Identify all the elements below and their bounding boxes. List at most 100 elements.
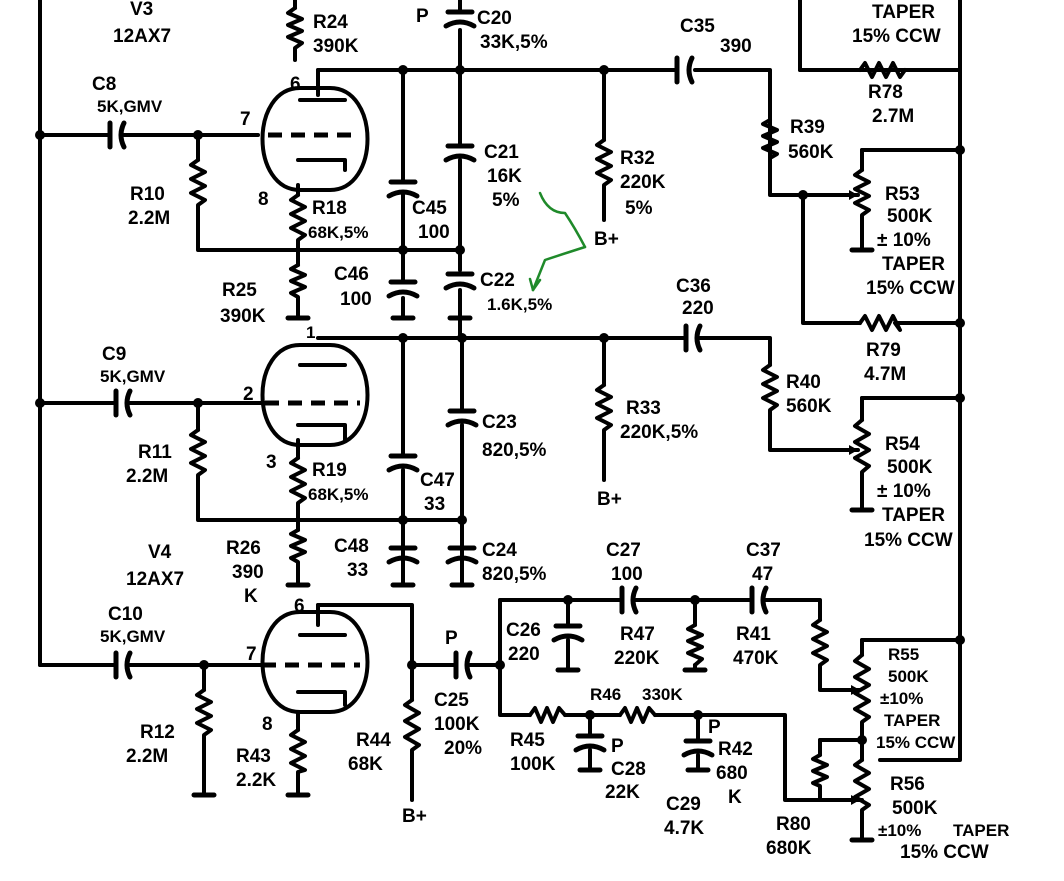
components-r10-value-label: 2.2M bbox=[128, 208, 170, 229]
components-c37-name-label: C37 bbox=[746, 540, 781, 561]
components-taper_top-line1-label: TAPER bbox=[872, 2, 935, 23]
components-r12-value-label: 2.2M bbox=[126, 746, 168, 767]
pins-v3b_grid-label: 2 bbox=[243, 384, 254, 405]
components-c46-value-label: 100 bbox=[340, 289, 372, 310]
components-c48-name-label: C48 bbox=[334, 536, 369, 557]
resistor-r32 bbox=[595, 138, 613, 197]
resistor-r24 bbox=[286, 6, 304, 57]
components-c22-name-label: C22 bbox=[480, 270, 515, 291]
components-c45-value-label: 100 bbox=[418, 222, 450, 243]
wiring bbox=[38, 0, 962, 842]
components-r54-name-label: R54 bbox=[885, 434, 920, 455]
components-r79-value-label: 4.7M bbox=[864, 364, 906, 385]
components-r25-name-label: R25 bbox=[222, 280, 257, 301]
components-c23-value-label: 820,5% bbox=[482, 440, 547, 461]
capacitor-c21 bbox=[443, 143, 477, 163]
resistor-r78 bbox=[858, 61, 907, 79]
components-c27-value-label: 100 bbox=[611, 564, 643, 585]
resistors bbox=[189, 6, 907, 822]
components-r53-ccw-label: 15% CCW bbox=[866, 278, 955, 299]
components-r42-unit-label: K bbox=[728, 787, 742, 808]
tube-v3b bbox=[260, 343, 370, 447]
components-c45-name-label: C45 bbox=[412, 198, 447, 219]
components-c47-name-label: C47 bbox=[420, 470, 455, 491]
capacitor-c23 bbox=[445, 408, 479, 428]
components-r11-value-label: 2.2M bbox=[126, 466, 168, 487]
resistor-r54 bbox=[853, 418, 871, 482]
components-c37-value-label: 47 bbox=[752, 564, 773, 585]
components-c8-name-label: C8 bbox=[92, 74, 116, 95]
components-r54-ccw-label: 15% CCW bbox=[864, 530, 953, 551]
components-r56-tol-label: ±10% bbox=[878, 821, 921, 840]
pins-v3a_grid-label: 7 bbox=[240, 109, 251, 130]
markers-p-label: P bbox=[708, 717, 721, 738]
components-r32-tol-label: 5% bbox=[625, 198, 653, 219]
markers-bplus-label: B+ bbox=[597, 489, 622, 510]
components-c21-value-label: 16K bbox=[487, 166, 522, 187]
resistor-r39 bbox=[761, 118, 779, 167]
components-c35-value-label: 390 bbox=[720, 36, 752, 57]
components-r44-name-label: R44 bbox=[356, 730, 391, 751]
components-r54-tol-label: ± 10% bbox=[877, 481, 931, 502]
components-r55-value-label: 500K bbox=[888, 667, 929, 686]
components-c48-value-label: 33 bbox=[347, 560, 368, 581]
capacitor-c28 bbox=[573, 733, 607, 753]
resistor-r45 bbox=[528, 706, 567, 724]
components-r56-name-label: R56 bbox=[890, 774, 925, 795]
components-r42-value-label: 680 bbox=[716, 763, 748, 784]
capacitor-c20 bbox=[443, 9, 477, 29]
resistor-r19 bbox=[289, 456, 307, 512]
components-c21-tol-label: 5% bbox=[492, 190, 520, 211]
resistor-r10 bbox=[189, 158, 207, 217]
resistor-r25 bbox=[289, 263, 307, 302]
pins-v4a_grid-label: 7 bbox=[246, 644, 257, 665]
tube-v4-name: V4 bbox=[148, 542, 172, 563]
components-c23-name-label: C23 bbox=[482, 412, 517, 433]
components-r53-taper-label: TAPER bbox=[882, 254, 945, 275]
capacitor-c8 bbox=[107, 120, 127, 150]
components-c10-value-label: 5K,GMV bbox=[100, 627, 166, 646]
capacitor-c45 bbox=[386, 179, 420, 199]
tube-v3-name: V3 bbox=[130, 0, 153, 20]
components-r53-value-label: 500K bbox=[887, 206, 933, 227]
components-r42-name-label: R42 bbox=[718, 739, 753, 760]
resistor-r42 bbox=[811, 753, 829, 792]
resistor-r56 bbox=[853, 758, 871, 822]
tube-v3-type: 12AX7 bbox=[113, 26, 171, 47]
components-r24-name-label: R24 bbox=[313, 12, 348, 33]
resistor-r18 bbox=[289, 193, 307, 247]
markers-p-label: P bbox=[416, 6, 429, 27]
capacitor-c27 bbox=[619, 585, 639, 615]
capacitor-c46 bbox=[386, 279, 420, 299]
labels: V3 12AX7 V4 12AX7 6 7 8 1 2 3 6 7 8 R24 … bbox=[92, 0, 1009, 863]
components-r33-name-label: R33 bbox=[626, 398, 661, 419]
resistor-r43 bbox=[289, 728, 307, 782]
components-r47-value-label: 220K bbox=[614, 648, 660, 669]
resistor-r55 bbox=[853, 653, 871, 742]
components-r45-value-label: 100K bbox=[510, 754, 556, 775]
capacitor-c24 bbox=[445, 545, 479, 565]
resistor-r47 bbox=[686, 623, 704, 667]
components-c25-value-label: 100K bbox=[434, 714, 480, 735]
capacitors bbox=[107, 9, 769, 758]
markers-bplus-label: B+ bbox=[594, 229, 619, 250]
components-c36-name-label: C36 bbox=[676, 276, 711, 297]
pins-v4a_cath-label: 8 bbox=[262, 714, 273, 735]
markers-bplus-label: B+ bbox=[402, 806, 427, 827]
components-r47-name-label: R47 bbox=[620, 624, 655, 645]
resistor-r53 bbox=[853, 168, 871, 227]
capacitor-c25 bbox=[453, 650, 473, 680]
components-r10-name-label: R10 bbox=[130, 184, 165, 205]
components-r55-taper-label: TAPER bbox=[884, 711, 940, 730]
components-c25-name-label: C25 bbox=[434, 690, 469, 711]
capacitor-c10 bbox=[113, 650, 133, 680]
resistor-r79 bbox=[858, 314, 902, 332]
handwritten-annotation bbox=[528, 191, 587, 292]
components-r32-name-label: R32 bbox=[620, 148, 655, 169]
components-r43-value-label: 2.2K bbox=[236, 770, 276, 791]
capacitor-c35 bbox=[674, 55, 695, 85]
components-r78-value-label: 2.7M bbox=[872, 106, 914, 127]
components-r41-value-label: 470K bbox=[733, 648, 779, 669]
components-c29-name-label: C29 bbox=[666, 794, 701, 815]
